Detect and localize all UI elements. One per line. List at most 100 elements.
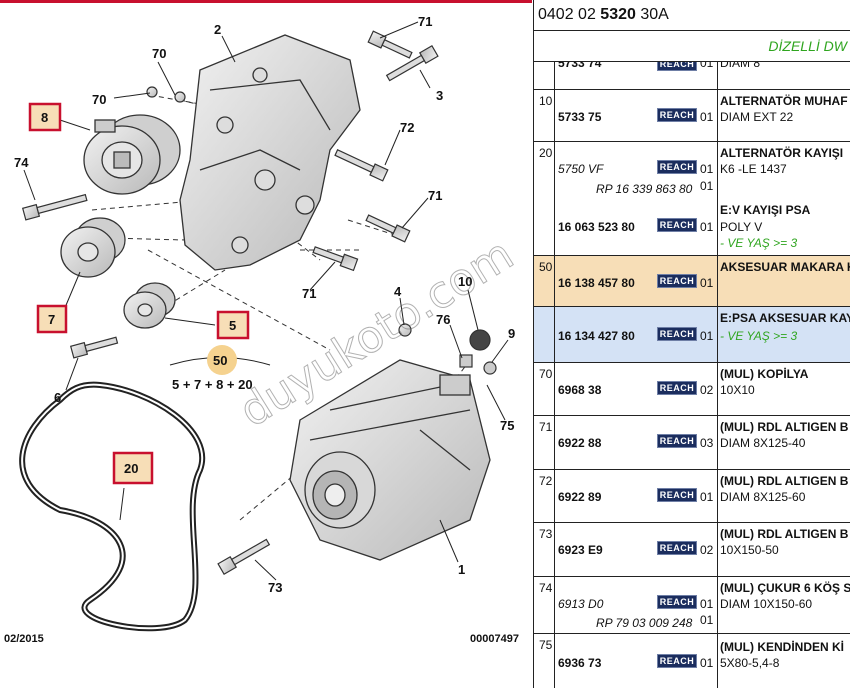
svg-text:8: 8	[41, 110, 48, 125]
condition-note: - VE YAŞ >= 3	[720, 236, 798, 250]
parts-table: 0402 02 5320 30A DİZELLİ DW 5733 74 REAC…	[533, 0, 850, 688]
table-row-highlighted[interactable]: 50 16 138 457 80 REACH 01 AKSESUAR MAKAR…	[534, 255, 850, 307]
parts-header: 0402 02 5320 30A	[534, 0, 850, 31]
part-number: 16 138 457 80	[558, 276, 635, 290]
description: (MUL) KENDİNDEN Kİ	[720, 640, 844, 654]
reach-badge: REACH	[657, 434, 697, 448]
description: ALTERNATÖR KAYIŞI	[720, 146, 844, 160]
reach-badge: REACH	[657, 541, 697, 555]
description-detail: 10X10	[720, 383, 755, 397]
description-detail: POLY V	[720, 220, 763, 234]
description-detail: 10X150-50	[720, 543, 779, 557]
part-number: 5733 75	[558, 110, 602, 124]
reach-badge: REACH	[657, 381, 697, 395]
callout-1: 1	[458, 562, 465, 577]
quantity: 01	[700, 110, 714, 124]
quantity: 02	[700, 383, 714, 397]
kit-formula: 5 + 7 + 8 + 20	[172, 377, 253, 392]
kit-callout-50: 50 5 + 7 + 8 + 20	[172, 345, 253, 392]
table-row[interactable]: 20 5750 VF REACH 01 ALTERNATÖR KAYIŞI K6…	[534, 141, 850, 256]
boxed-callout-8: 8	[28, 102, 62, 132]
description: DIAM 8	[720, 61, 761, 70]
reach-badge: REACH	[657, 160, 697, 174]
exploded-diagram: 71 2 70 3 70 72 74 71 71 4 10 76 9 6 75 …	[0, 0, 532, 645]
description: (MUL) KOPİLYA	[720, 367, 809, 381]
table-row-highlighted[interactable]: 16 134 427 80 REACH 01 E:PSA AKSESUAR KA…	[534, 306, 850, 363]
svg-text:20: 20	[124, 461, 138, 476]
callout-75: 75	[500, 418, 514, 433]
part-number-alt: RP 16 339 863 80	[596, 182, 693, 196]
bracket-part	[179, 34, 361, 271]
table-row[interactable]: 75 6936 73 REACH 01 (MUL) KENDİNDEN Kİ 5…	[534, 633, 850, 688]
item-number: 75	[539, 638, 553, 652]
callout-9: 9	[508, 326, 515, 341]
callout-4: 4	[394, 284, 402, 299]
description: ALTERNATÖR MUHAF	[720, 94, 848, 108]
description-detail: DIAM 10X150-60	[720, 597, 813, 611]
part-number: 16 063 523 80	[558, 220, 635, 234]
item-number: 72	[539, 474, 553, 488]
item-number: 74	[539, 581, 553, 595]
quantity: 01	[700, 656, 714, 670]
quantity: 01	[700, 179, 714, 193]
reach-badge: REACH	[657, 327, 697, 341]
quantity: 01	[700, 162, 714, 176]
bolts	[21, 30, 439, 576]
diagram-reference: 00007497	[470, 633, 519, 645]
description: (MUL) ÇUKUR 6 KÖŞ S	[720, 581, 850, 595]
table-row[interactable]: 70 6968 38 REACH 02 (MUL) KOPİLYA 10X10	[534, 362, 850, 416]
description: (MUL) RDL ALTIGEN B	[720, 474, 849, 488]
boxed-callout-7: 7	[36, 304, 68, 334]
callout-70-b: 70	[92, 92, 106, 107]
description-detail: DIAM EXT 22	[720, 110, 794, 124]
part-number: 6936 73	[558, 656, 602, 670]
table-row[interactable]: 74 6913 D0 REACH 01 (MUL) ÇUKUR 6 KÖŞ S …	[534, 576, 850, 634]
table-row[interactable]: 73 6923 E9 REACH 02 (MUL) RDL ALTIGEN B …	[534, 522, 850, 577]
reach-badge: REACH	[657, 108, 697, 122]
quantity: 03	[700, 436, 714, 450]
diagram-top-bar	[0, 0, 532, 3]
part-number-alt: RP 79 03 009 248	[596, 616, 693, 630]
boxed-callout-20: 20	[112, 451, 154, 485]
callout-71-a: 71	[418, 14, 432, 29]
reach-badge: REACH	[657, 595, 697, 609]
quantity: 02	[700, 543, 714, 557]
part-number: 6968 38	[558, 383, 602, 397]
header-suffix: 30A	[640, 6, 669, 23]
quantity: 01	[700, 61, 714, 70]
part-number: 5750 VF	[558, 162, 604, 176]
part-number: 6922 88	[558, 436, 602, 450]
description: E:PSA AKSESUAR KAY	[720, 311, 850, 325]
description: (MUL) RDL ALTIGEN B	[720, 527, 849, 541]
callout-2: 2	[214, 22, 221, 37]
table-row[interactable]: 71 6922 88 REACH 03 (MUL) RDL ALTIGEN B …	[534, 415, 850, 470]
callout-71-b: 71	[428, 188, 442, 203]
callout-76: 76	[436, 312, 450, 327]
description-detail: K6 -LE 1437	[720, 162, 787, 176]
table-row[interactable]: 10 5733 75 REACH 01 ALTERNATÖR MUHAF DIA…	[534, 89, 850, 142]
callout-72: 72	[400, 120, 414, 135]
table-row[interactable]: 72 6922 89 REACH 01 (MUL) RDL ALTIGEN B …	[534, 469, 850, 523]
item-number: 70	[539, 367, 553, 381]
callout-71-c: 71	[302, 286, 316, 301]
part-number: 6923 E9	[558, 543, 603, 557]
quantity: 01	[700, 276, 714, 290]
description: (MUL) RDL ALTIGEN B	[720, 420, 849, 434]
callout-3: 3	[436, 88, 443, 103]
boxed-callout-5: 5	[216, 310, 250, 340]
condition-note: - VE YAŞ >= 3	[720, 329, 798, 343]
description-detail: 5X80-5,4-8	[720, 656, 780, 670]
belt-part	[19, 381, 206, 632]
callout-10: 10	[458, 274, 472, 289]
alternator-part	[289, 359, 491, 561]
description-detail: DIAM 8X125-60	[720, 490, 806, 504]
quantity: 01	[700, 490, 714, 504]
description: E:V KAYIŞI PSA	[720, 203, 811, 217]
description-detail: DIAM 8X125-40	[720, 436, 806, 450]
item-number: 73	[539, 527, 553, 541]
small-pulley-part	[123, 282, 176, 329]
item-number: 20	[539, 146, 553, 160]
callout-73: 73	[268, 580, 282, 595]
callout-70-a: 70	[152, 46, 166, 61]
item-number: 71	[539, 420, 553, 434]
